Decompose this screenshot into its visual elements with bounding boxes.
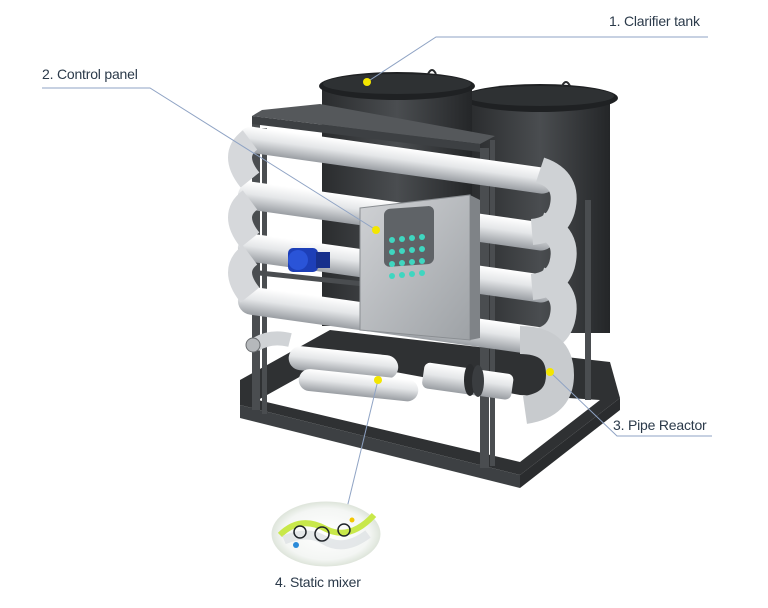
- leader-line-reactor: [549, 371, 712, 437]
- leader-line-control: [42, 87, 377, 231]
- leader-line-clarifier: [366, 36, 708, 83]
- control-panel-box: [359, 194, 480, 341]
- static-mixer-inset: [271, 501, 381, 567]
- marker-clarifier: [363, 78, 371, 86]
- label-pipe-reactor: 3. Pipe Reactor: [613, 417, 707, 433]
- control-panel-buttons: [389, 234, 425, 279]
- label-clarifier-tank: 1. Clarifier tank: [609, 13, 700, 29]
- label-static-mixer: 4. Static mixer: [275, 574, 361, 590]
- pump: [288, 248, 330, 272]
- marker-reactor: [546, 368, 554, 376]
- label-control-panel: 2. Control panel: [42, 66, 138, 82]
- callout-markers: [363, 78, 554, 384]
- marker-mixer: [374, 376, 382, 384]
- marker-control: [372, 226, 380, 234]
- static-mixer-pipe: [245, 331, 419, 402]
